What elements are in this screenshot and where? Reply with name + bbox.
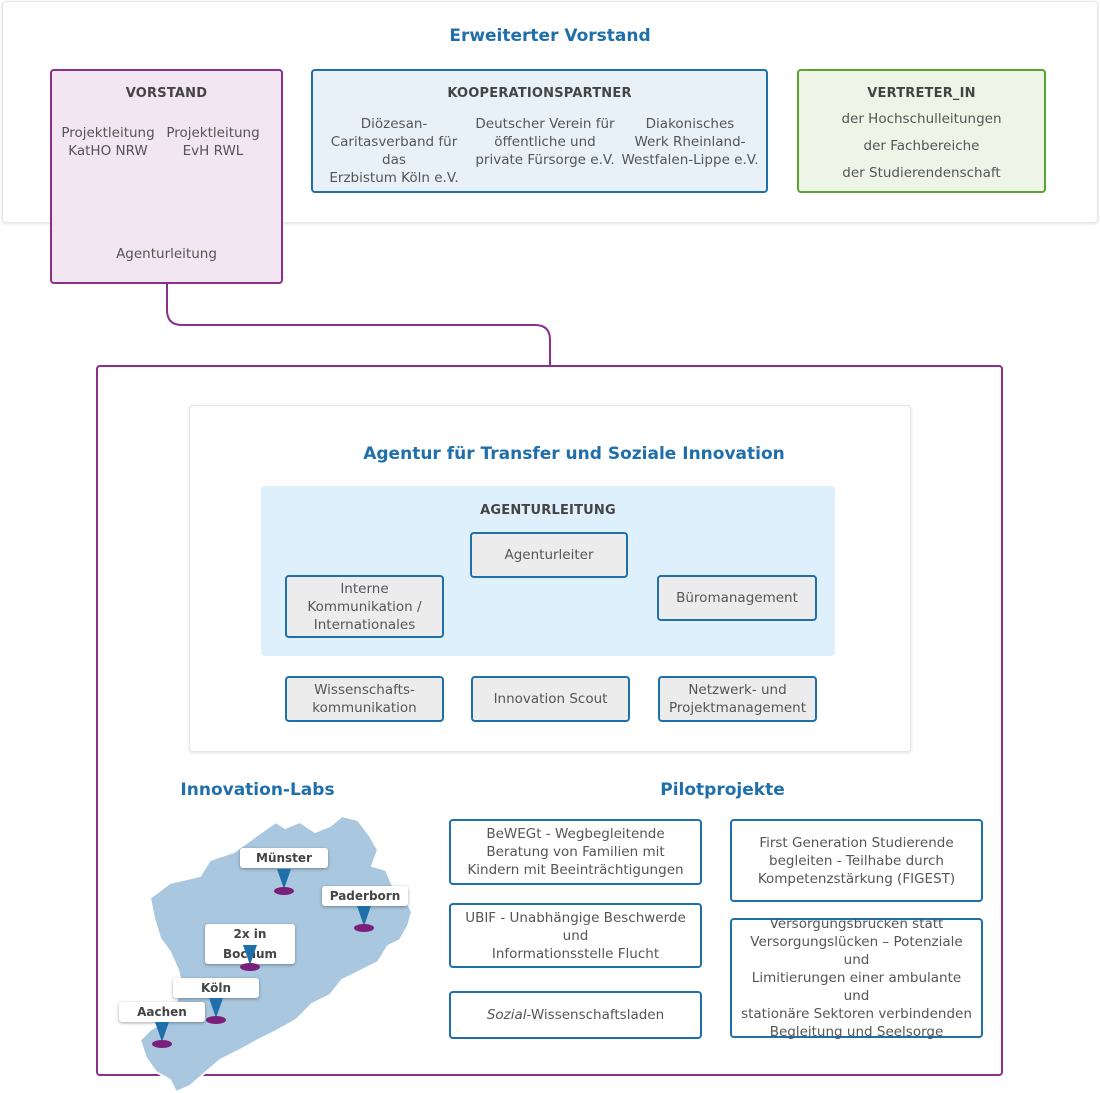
agentur-frame — [96, 365, 1003, 1076]
innovation-scout-box: Innovation Scout — [471, 676, 630, 722]
lab-pin-koeln — [206, 998, 226, 1024]
connector-line — [166, 284, 551, 365]
wissenschaftskommunikation-box: Wissenschafts-kommunikation — [285, 676, 444, 722]
partner-diakonie: Diakonisches Werk Rheinland- Westfalen-L… — [621, 116, 759, 168]
kooperationspartner-heading: KOOPERATIONSPARTNER — [447, 86, 632, 101]
agentur-title: Agentur für Transfer und Soziale Innovat… — [363, 444, 785, 464]
lab-pin-aachen — [152, 1022, 172, 1048]
vertreter-studierendenschaft: der Studierendenschaft — [842, 165, 1001, 181]
agenturleiter-box: Agenturleiter — [470, 532, 628, 578]
kooperationspartner-box — [311, 69, 768, 193]
lab-label-paderborn: Paderborn — [322, 886, 408, 906]
sozial-rest: -Wissenschaftsladen — [526, 1007, 665, 1023]
vertreter-fachbereiche: der Fachbereiche — [863, 138, 980, 154]
vorstand-box — [50, 69, 283, 284]
lab-pin-muenster — [274, 869, 294, 895]
lab-label-koeln: Köln — [173, 978, 259, 998]
pilot-sozial-wissenschaftsladen-box: Sozial-Wissenschaftsladen — [449, 991, 702, 1039]
sozial-italic: Sozial — [486, 1007, 527, 1023]
pilot-ubif-box: UBIF - Unabhängige Beschwerde und Inform… — [449, 903, 702, 968]
lab-pin-paderborn — [354, 906, 374, 932]
pilot-figest-box: First Generation Studierende begleiten -… — [730, 819, 983, 902]
agenturleitung-heading: AGENTURLEITUNG — [480, 503, 616, 518]
lab-pin-bochum — [240, 945, 260, 971]
bueromanagement-box: Büromanagement — [657, 575, 817, 621]
pilotprojekte-title: Pilotprojekte — [660, 780, 785, 800]
lab-label-aachen: Aachen — [119, 1002, 205, 1022]
pilot-versorgungsbruecken-box: Versorgungsbrücken statt Versorgungslück… — [730, 916, 983, 1040]
vertreter-box — [797, 69, 1046, 193]
innovation-labs-title: Innovation-Labs — [180, 780, 335, 800]
vorstand-agenturleitung: Agenturleitung — [116, 246, 217, 262]
innovation-scout-label: Innovation Scout — [493, 691, 608, 707]
pilot-bewegt-box: BeWEGt - Wegbegleitende Beratung von Fam… — [449, 819, 702, 885]
vertreter-hochschulleitungen: der Hochschulleitungen — [841, 111, 1002, 127]
agenturleiter-label: Agenturleiter — [504, 547, 594, 563]
partner-deutscher-verein: Deutscher Verein für öffentliche und pri… — [475, 116, 615, 168]
erweiterter-vorstand-title: Erweiterter Vorstand — [449, 26, 651, 46]
vertreter-heading: VERTRETER_IN — [867, 86, 976, 101]
lab-label-muenster: Münster — [240, 848, 328, 868]
bueromanagement-label: Büromanagement — [676, 590, 798, 606]
partner-caritas: Diözesan- Caritasverband für das Erzbist… — [329, 116, 459, 186]
vorstand-heading: VORSTAND — [125, 86, 208, 101]
interne-kommunikation-box: Interne Kommunikation / Internationales — [285, 575, 444, 638]
